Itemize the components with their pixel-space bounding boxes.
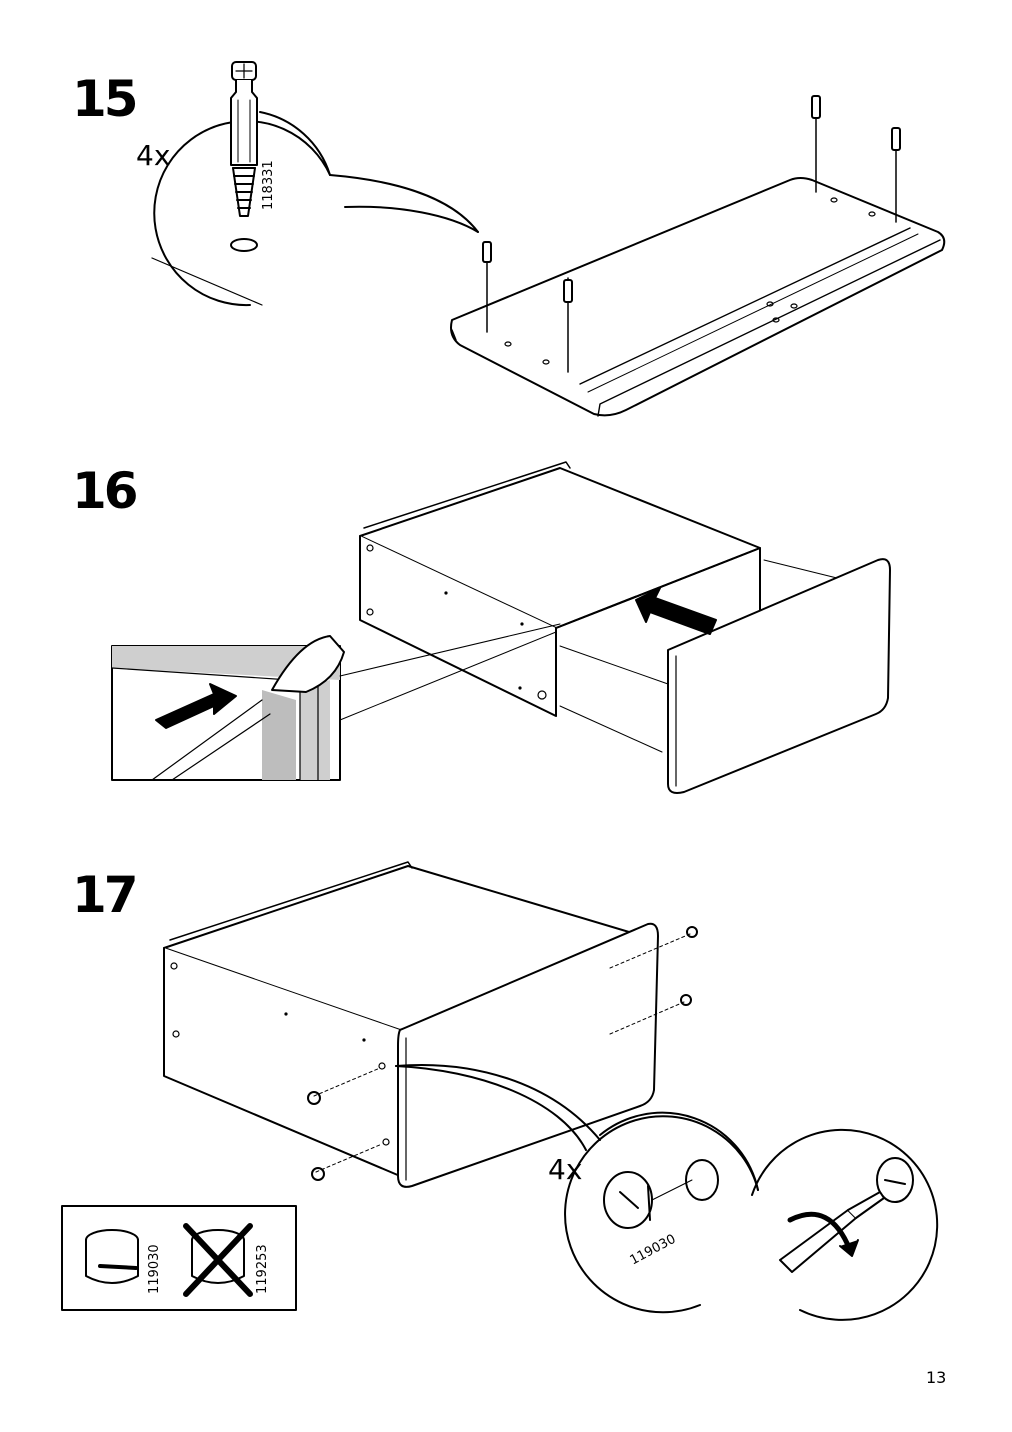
fitting-reference-box: [61, 1205, 297, 1311]
arrow-icon: [635, 587, 717, 635]
drawer-assembled: [163, 861, 698, 1188]
cam-lock-correct-icon: [85, 1229, 139, 1284]
step15-quantity: 4x: [136, 139, 171, 172]
correct-part-number: 119030: [147, 1244, 162, 1294]
step17-detail-circles: [395, 1063, 939, 1321]
screwdriver-icon: [779, 1157, 914, 1273]
page-number: 13: [926, 1368, 947, 1387]
cam-lock-icon: [603, 1159, 719, 1229]
step-number-17: 17: [72, 866, 139, 924]
step15-detail-circle: [151, 111, 479, 307]
wooden-dowel-icon: [230, 61, 258, 252]
incorrect-part-number: 119253: [255, 1244, 270, 1294]
drawer-frame: [359, 461, 846, 753]
step-number-16: 16: [72, 462, 139, 520]
panel-with-dowels: [450, 95, 946, 417]
cam-lock-incorrect-icon: [183, 1223, 253, 1297]
drawer-front-panel: [667, 558, 891, 794]
step15-part-number: 118331: [261, 160, 276, 210]
step16-detail-box: [111, 623, 561, 781]
step-number-15: 15: [72, 70, 139, 128]
step17-quantity: 4x: [548, 1153, 583, 1186]
